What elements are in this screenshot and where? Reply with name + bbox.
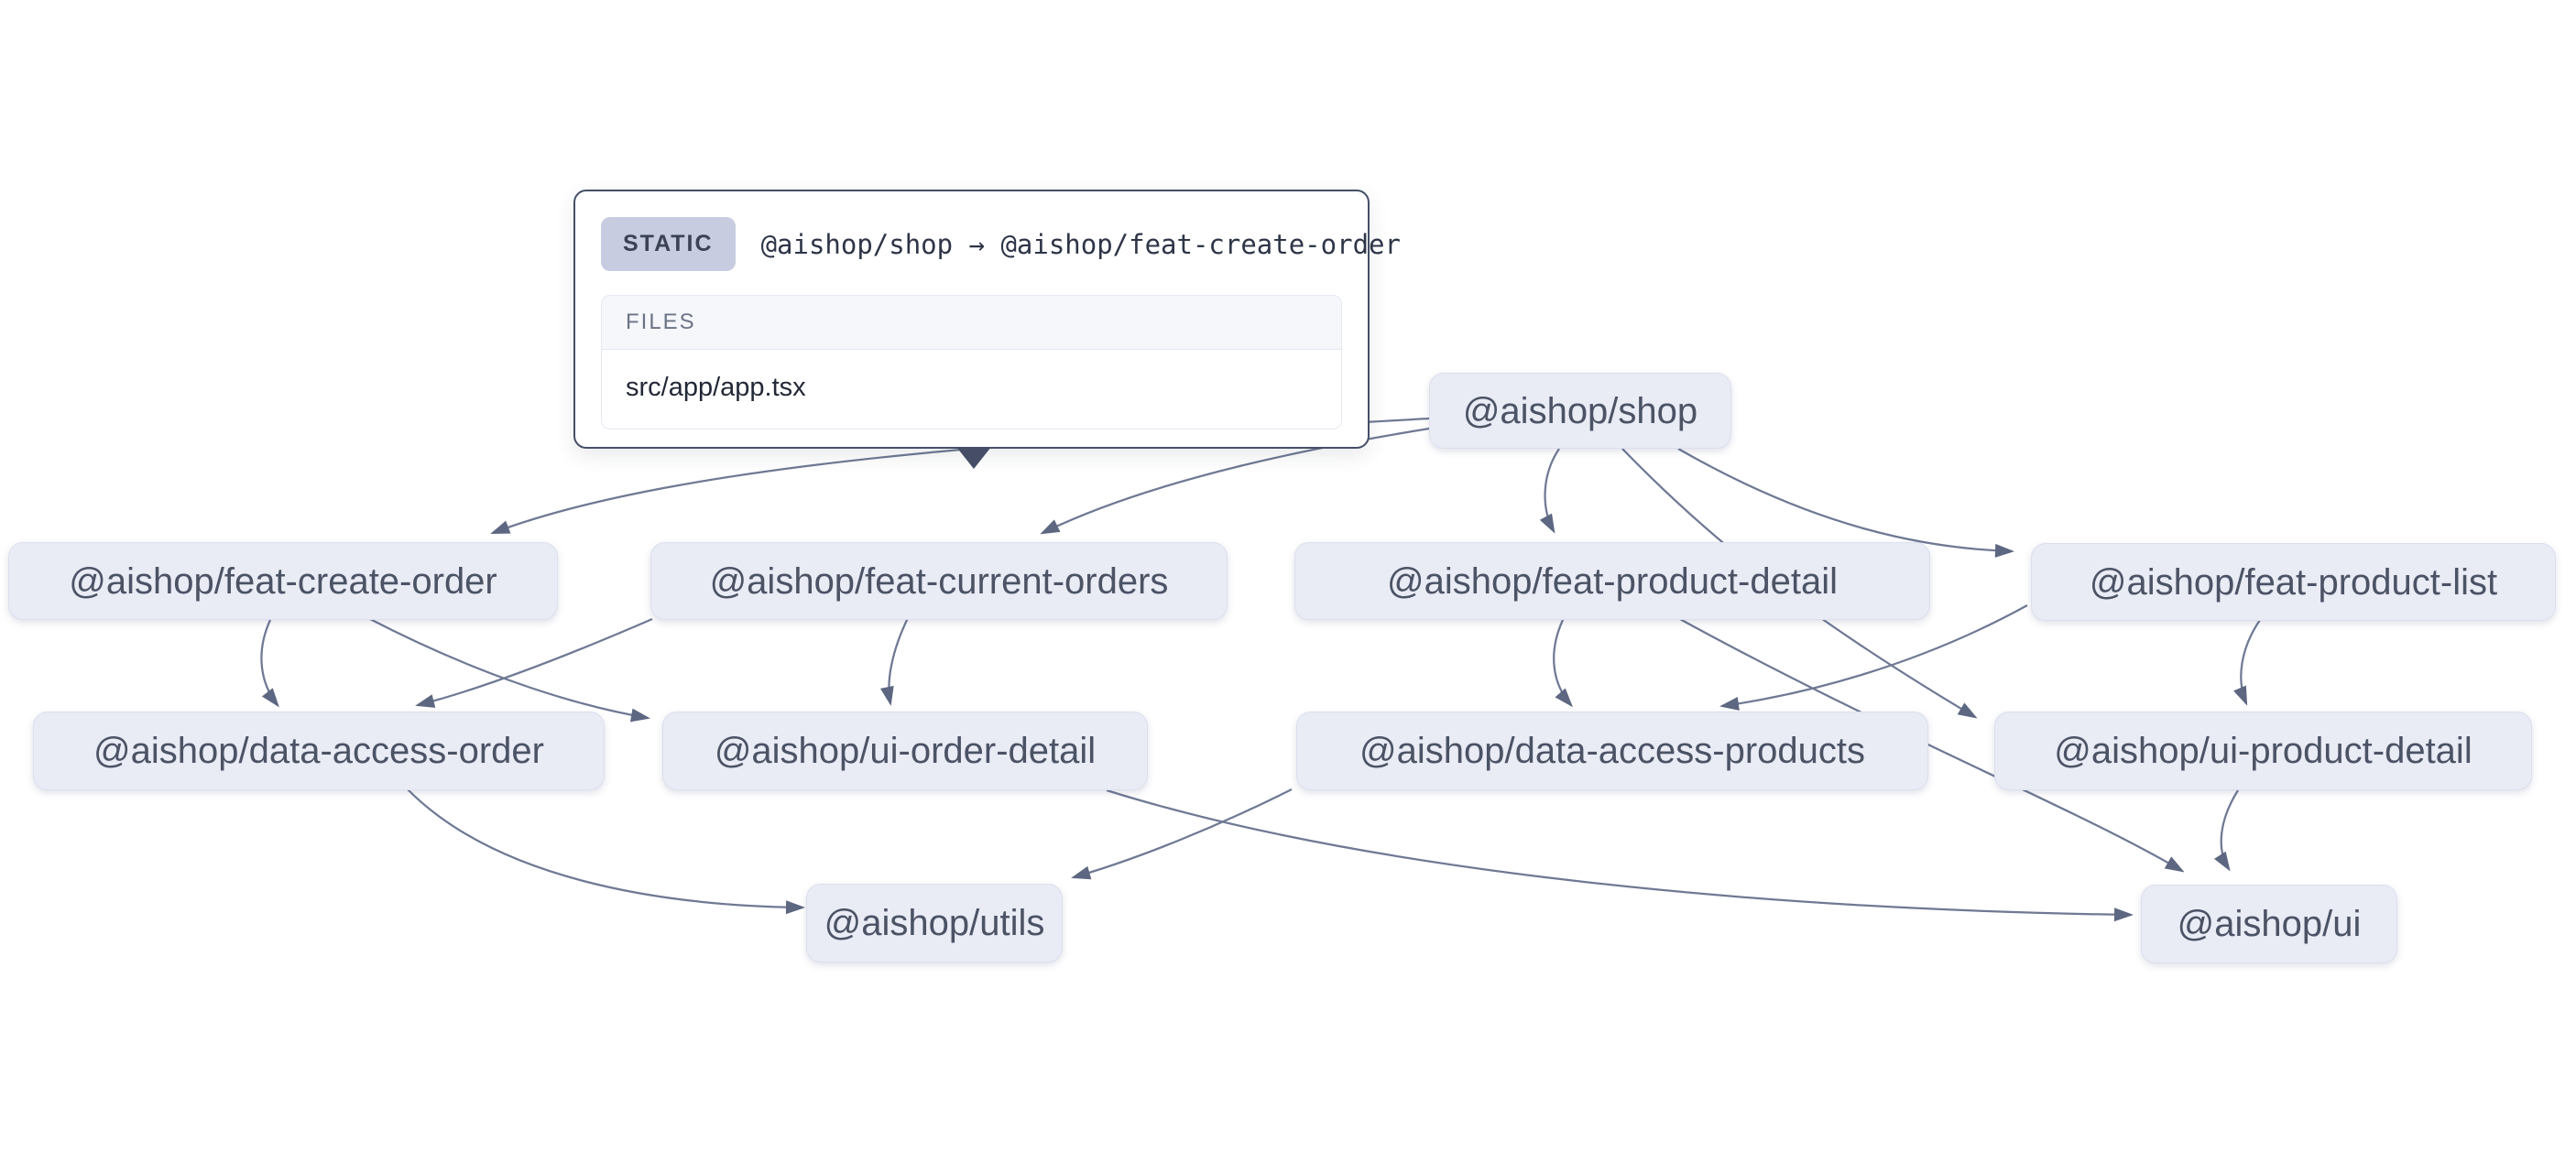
tooltip-pointer-icon bbox=[956, 447, 991, 469]
graph-node-data-access-products[interactable]: @aishop/data-access-products bbox=[1296, 712, 1928, 790]
graph-node-feat-product-detail[interactable]: @aishop/feat-product-detail bbox=[1294, 542, 1930, 620]
edge-feat-product-detail-to-ui[interactable] bbox=[1677, 617, 2185, 873]
graph-node-data-access-order[interactable]: @aishop/data-access-order bbox=[33, 712, 605, 790]
graph-node-feat-create-order[interactable]: @aishop/feat-create-order bbox=[8, 542, 558, 620]
edge-shop-to-feat-product-list[interactable] bbox=[1677, 448, 2014, 558]
edge-feat-product-detail-to-data-access-products[interactable] bbox=[1553, 619, 1573, 708]
edge-shop-to-feat-current-orders[interactable] bbox=[1040, 427, 1430, 535]
edge-ui-order-detail-to-ui[interactable] bbox=[1106, 788, 2134, 922]
edge-feat-current-orders-to-ui-order-detail[interactable] bbox=[879, 617, 910, 706]
edge-feat-create-order-to-ui-order-detail[interactable] bbox=[367, 617, 650, 723]
edges-group bbox=[260, 417, 2261, 922]
tooltip-header-row: STATIC @aishop/shop → @aishop/feat-creat… bbox=[601, 217, 1401, 271]
edge-data-access-order-to-utils[interactable] bbox=[407, 788, 805, 915]
edge-feat-product-list-to-ui-product-detail[interactable] bbox=[2233, 619, 2261, 706]
edge-data-access-products-to-utils[interactable] bbox=[1071, 788, 1293, 880]
graph-node-ui[interactable]: @aishop/ui bbox=[2141, 885, 2397, 963]
files-section: FILES src/app/app.tsx bbox=[601, 295, 1342, 429]
graph-node-utils[interactable]: @aishop/utils bbox=[806, 884, 1063, 962]
graph-node-ui-order-detail[interactable]: @aishop/ui-order-detail bbox=[662, 712, 1148, 790]
edge-shop-to-feat-product-detail[interactable] bbox=[1539, 448, 1560, 534]
graph-node-feat-product-list[interactable]: @aishop/feat-product-list bbox=[2031, 543, 2556, 621]
edge-feat-create-order-to-data-access-order[interactable] bbox=[260, 619, 279, 708]
graph-node-shop[interactable]: @aishop/shop bbox=[1429, 373, 1731, 449]
graph-node-ui-product-detail[interactable]: @aishop/ui-product-detail bbox=[1994, 712, 2532, 790]
edge-ui-product-detail-to-ui[interactable] bbox=[2214, 789, 2239, 872]
graph-node-feat-current-orders[interactable]: @aishop/feat-current-orders bbox=[650, 542, 1228, 620]
edge-relation-label: @aishop/shop → @aishop/feat-create-order bbox=[760, 228, 1401, 260]
files-header: FILES bbox=[602, 296, 1341, 350]
edge-tooltip: STATIC @aishop/shop → @aishop/feat-creat… bbox=[573, 190, 1401, 469]
file-item: src/app/app.tsx bbox=[626, 373, 806, 402]
edge-feat-product-list-to-data-access-products[interactable] bbox=[1719, 604, 2028, 711]
edge-type-badge: STATIC bbox=[601, 217, 736, 271]
edge-feat-current-orders-to-data-access-order[interactable] bbox=[415, 617, 653, 708]
